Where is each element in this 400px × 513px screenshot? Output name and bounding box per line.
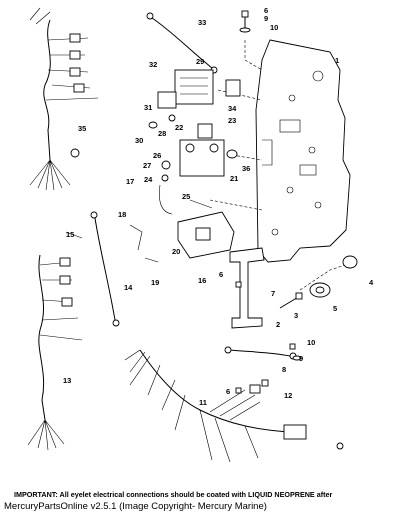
- pulley-assembly: [279, 255, 358, 309]
- callout-33: 33: [198, 18, 206, 27]
- callout-7: 7: [271, 289, 275, 298]
- main-engine-harness: [124, 349, 344, 463]
- callout-24: 24: [144, 175, 153, 184]
- callout-1: 1: [335, 56, 339, 65]
- mounting-plate: [255, 39, 351, 263]
- callout-31: 31: [144, 103, 152, 112]
- callout-34: 34: [228, 104, 237, 113]
- callout-35: 35: [78, 124, 86, 133]
- callout-16: 16: [198, 276, 206, 285]
- battery-cable: [146, 12, 218, 74]
- callout-26: 26: [153, 151, 161, 160]
- wiring-harness-lower: [27, 254, 83, 451]
- callout-9a: 9: [264, 14, 268, 23]
- coil-bracket: [177, 211, 235, 259]
- callout-27: 27: [143, 161, 151, 170]
- callout-3: 3: [294, 311, 298, 320]
- callout-28: 28: [158, 129, 166, 138]
- wiring-harness-upper: [29, 7, 99, 191]
- callout-10b: 10: [307, 338, 315, 347]
- callout-6b: 6: [219, 270, 223, 279]
- callout-25: 25: [182, 192, 190, 201]
- jumper-cable: [224, 346, 297, 360]
- callout-14: 14: [124, 283, 133, 292]
- exploded-parts-diagram: 1 2 3 4 5 6 6 6 7 8 9 9 10 10 11 12 13 1…: [27, 6, 374, 463]
- callout-4: 4: [369, 278, 374, 287]
- callout-23: 23: [228, 116, 236, 125]
- callout-9b: 9: [299, 354, 303, 363]
- callout-2: 2: [276, 320, 280, 329]
- callout-13: 13: [63, 376, 71, 385]
- ignition-module: [157, 69, 241, 109]
- callout-21: 21: [230, 174, 238, 183]
- callout-20: 20: [172, 247, 180, 256]
- bolt-and-washer: [239, 10, 251, 33]
- callout-12: 12: [284, 391, 292, 400]
- callout-15: 15: [66, 230, 74, 239]
- callout-36: 36: [242, 164, 250, 173]
- starter-solenoid: [179, 123, 225, 177]
- callout-30: 30: [135, 136, 143, 145]
- image-credit: MercuryPartsOnline v2.5.1 (Image Copyrig…: [4, 501, 267, 512]
- important-note: IMPORTANT: All eyelet electrical connect…: [14, 490, 333, 499]
- small-fasteners: [65, 114, 302, 394]
- mounting-bracket: [229, 247, 265, 329]
- callout-10a: 10: [270, 23, 278, 32]
- callout-18: 18: [118, 210, 126, 219]
- callout-22: 22: [175, 123, 183, 132]
- callout-32: 32: [149, 60, 157, 69]
- callout-5: 5: [333, 304, 337, 313]
- ground-cable: [90, 211, 120, 327]
- callout-6c: 6: [226, 387, 230, 396]
- callout-19: 19: [151, 278, 159, 287]
- callout-numbers: 1 2 3 4 5 6 6 6 7 8 9 9 10 10 11 12 13 1…: [63, 6, 374, 407]
- callout-29: 29: [196, 57, 204, 66]
- callout-8: 8: [282, 365, 286, 374]
- callout-17: 17: [126, 177, 134, 186]
- callout-11: 11: [199, 398, 207, 407]
- callout-6a: 6: [264, 6, 268, 15]
